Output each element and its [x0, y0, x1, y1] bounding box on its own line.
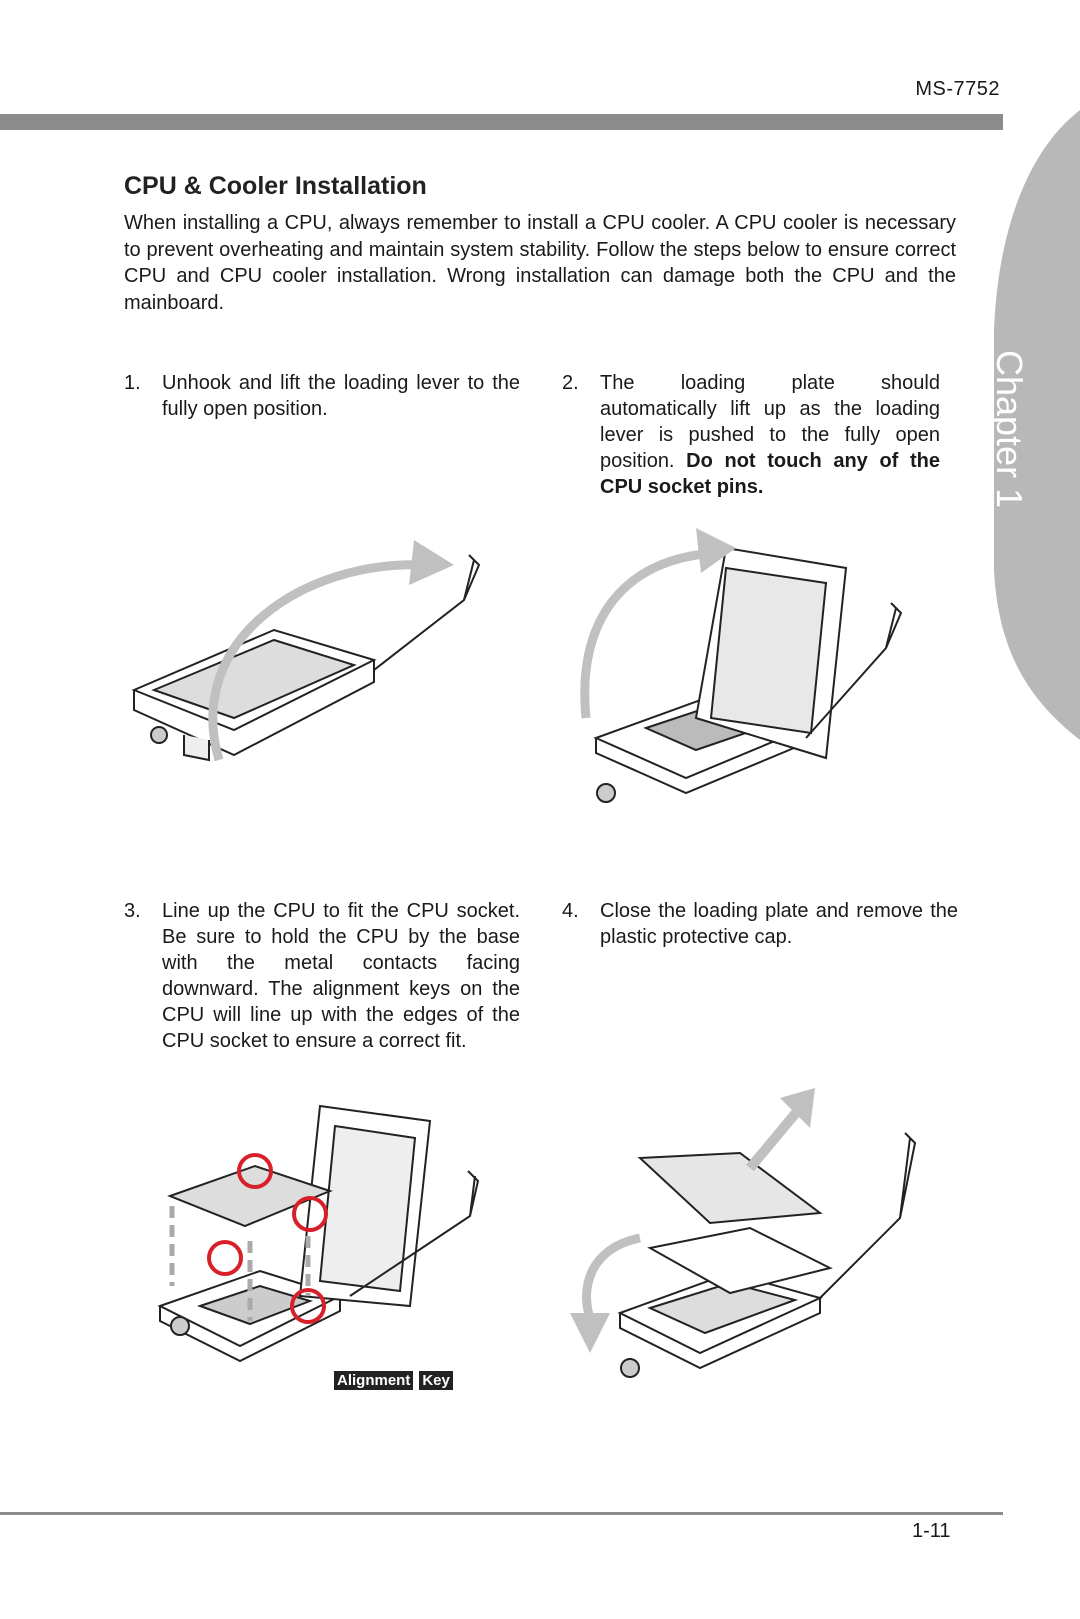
step-number: 3.	[124, 900, 141, 922]
step-text: Unhook and lift the loading lever to the…	[162, 372, 520, 420]
step-number: 2.	[562, 372, 579, 394]
model-number: MS-7752	[915, 78, 1000, 100]
step-number: 1.	[124, 372, 141, 394]
step-number: 4.	[562, 900, 579, 922]
footer-rule	[0, 1512, 1003, 1515]
figure-step-3	[157, 1104, 480, 1363]
step-text: The loading plate should automatically l…	[600, 372, 941, 498]
header-bar	[0, 114, 1003, 130]
section-title: CPU & Cooler Installation	[124, 172, 427, 200]
figure-step-2	[580, 528, 903, 803]
pin-warning: Do not touch any of the CPU socket pins.	[600, 450, 941, 498]
chapter-tab	[994, 110, 1080, 740]
page-number: 1-11	[912, 1520, 951, 1542]
intro-paragraph: When installing a CPU, always remember t…	[124, 212, 956, 314]
step-text: Line up the CPU to fit the CPU socket. B…	[162, 900, 520, 1052]
step-text: Close the loading plate and remove the p…	[600, 900, 958, 948]
figure-step-4	[570, 1088, 917, 1378]
figure-step-1	[131, 540, 481, 762]
